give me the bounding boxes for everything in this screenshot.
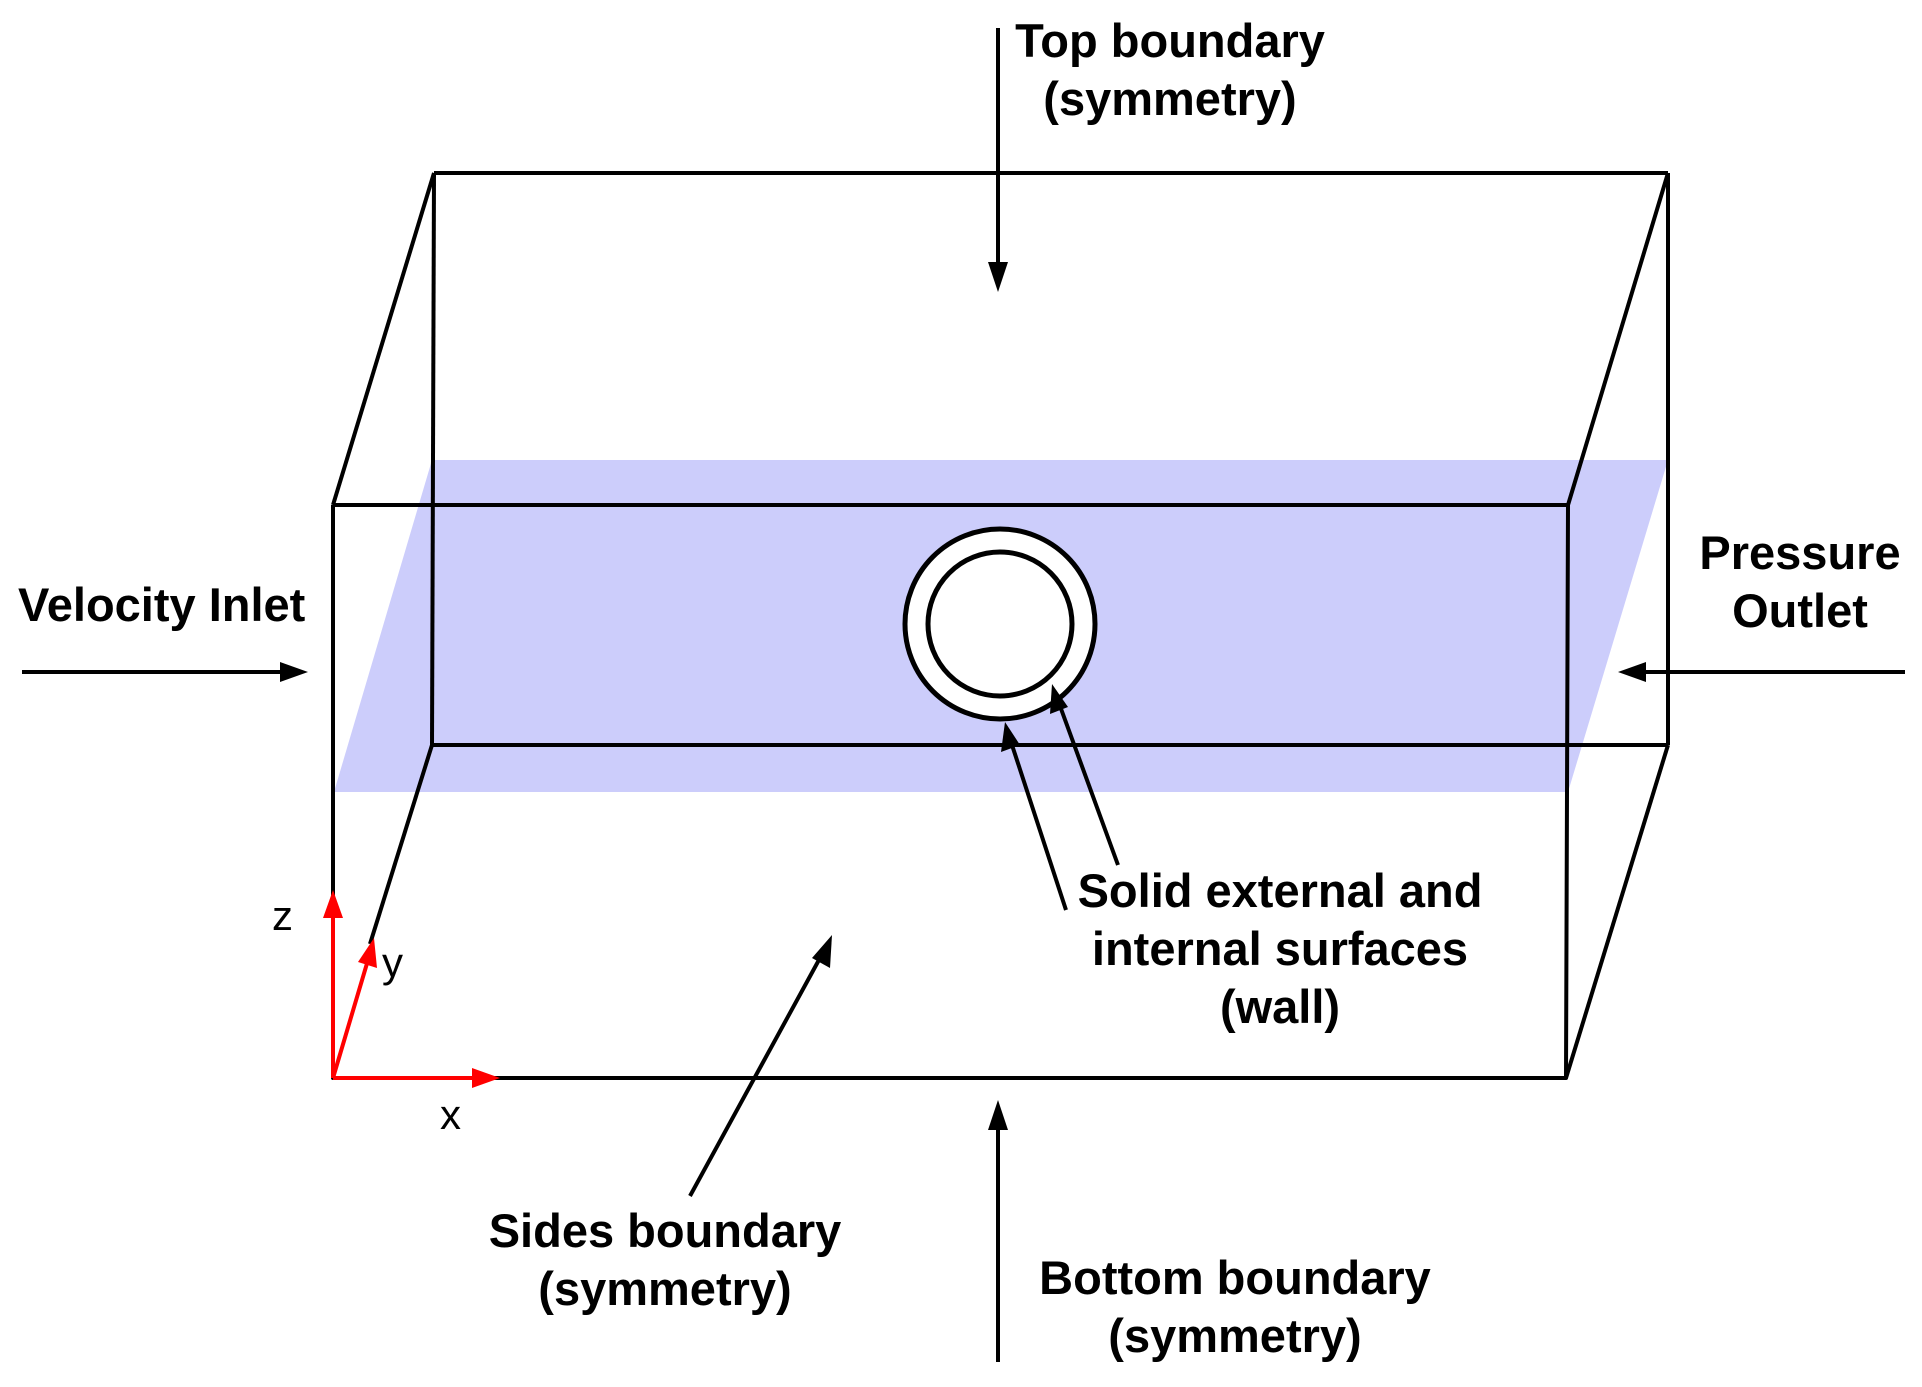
- bottom-left-connector: [368, 744, 434, 945]
- sides-boundary-label: Sides boundary (symmetry): [480, 1202, 850, 1318]
- x-axis-label: x: [440, 1091, 461, 1138]
- sides-boundary-line-1: Sides boundary: [488, 1204, 842, 1257]
- bottom-boundary-label: Bottom boundary (symmetry): [1035, 1249, 1435, 1365]
- wall-line-2: internal surfaces: [1091, 922, 1469, 975]
- pressure-outlet-label: Pressure Outlet: [1690, 524, 1910, 640]
- coordinate-axes: [323, 890, 500, 1088]
- y-axis-label: y: [382, 939, 403, 986]
- z-axis-arrowhead: [323, 890, 343, 918]
- top-left-connector: [331, 172, 436, 506]
- outlet-arrowhead: [1618, 662, 1646, 682]
- annotation-arrows: [22, 28, 1905, 1362]
- x-axis-arrowhead: [472, 1068, 500, 1088]
- bottom-right-connector: [1564, 744, 1670, 1079]
- top-boundary-line-1: Top boundary: [1015, 14, 1325, 67]
- bottom-boundary-line-1: Bottom boundary: [1039, 1251, 1431, 1304]
- wall-inner-arrowhead: [1050, 684, 1068, 714]
- sides-boundary-arrow: [688, 957, 822, 1197]
- pressure-outlet-line-1: Pressure: [1699, 526, 1901, 579]
- bottom-boundary-line-2: (symmetry): [1108, 1309, 1362, 1362]
- top-boundary-arrowhead: [988, 262, 1008, 292]
- top-boundary-label: Top boundary (symmetry): [1005, 12, 1335, 128]
- wall-outer-arrow: [1010, 744, 1068, 911]
- y-axis: [331, 959, 370, 1079]
- y-axis-arrowhead: [358, 938, 377, 968]
- wall-line-3: (wall): [1219, 980, 1341, 1033]
- bottom-boundary-arrowhead: [988, 1100, 1008, 1130]
- pressure-outlet-line-2: Outlet: [1732, 584, 1868, 637]
- velocity-inlet-text: Velocity Inlet: [18, 578, 306, 631]
- inlet-arrowhead: [280, 662, 308, 682]
- sides-boundary-line-2: (symmetry): [538, 1262, 792, 1315]
- back-left-edge: [430, 172, 436, 746]
- wall-label: Solid external and internal surfaces (wa…: [1070, 862, 1490, 1036]
- sides-boundary-arrowhead: [812, 935, 832, 968]
- domain-box: [331, 171, 1670, 1080]
- velocity-inlet-label: Velocity Inlet: [18, 576, 305, 634]
- top-boundary-line-2: (symmetry): [1043, 72, 1297, 125]
- wall-inner-arrow: [1058, 705, 1120, 866]
- inner-cylinder-surface: [925, 549, 1075, 699]
- wall-outer-arrowhead: [1001, 722, 1020, 752]
- wall-line-1: Solid external and: [1077, 864, 1483, 917]
- top-right-connector: [1566, 172, 1670, 506]
- z-axis-label: z: [272, 892, 293, 939]
